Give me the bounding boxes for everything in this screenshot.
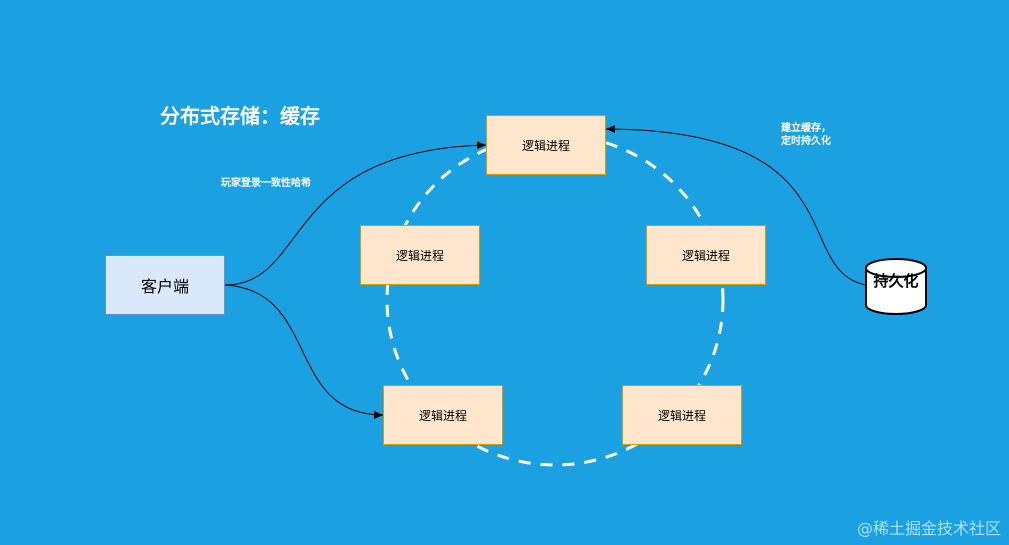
page-title: 分布式存储：缓存 <box>160 104 320 128</box>
process-node-bottom-left[interactable]: 逻辑进程 <box>383 385 503 445</box>
edge-label-cache-persist: 建立缓存，定时持久化 <box>781 123 831 147</box>
process-node-bottom-right[interactable]: 逻辑进程 <box>622 385 742 445</box>
process-node-right[interactable]: 逻辑进程 <box>646 225 766 285</box>
hash-ring <box>385 133 725 467</box>
storage-label: 持久化 <box>873 272 919 290</box>
process-node-left[interactable]: 逻辑进程 <box>360 225 480 285</box>
database-cylinder <box>865 258 927 315</box>
process-node-top[interactable]: 逻辑进程 <box>486 115 606 175</box>
edge-storage-to-top-process <box>605 125 867 286</box>
edge-label-consistent-hash: 玩家登录一致性哈希 <box>221 178 311 189</box>
client-node[interactable]: 客户端 <box>105 255 225 315</box>
edge-client-to-bottom-left-process <box>224 284 384 419</box>
edge-client-to-top-process <box>224 141 487 286</box>
watermark: @稀土掘金技术社区 <box>856 519 1001 538</box>
